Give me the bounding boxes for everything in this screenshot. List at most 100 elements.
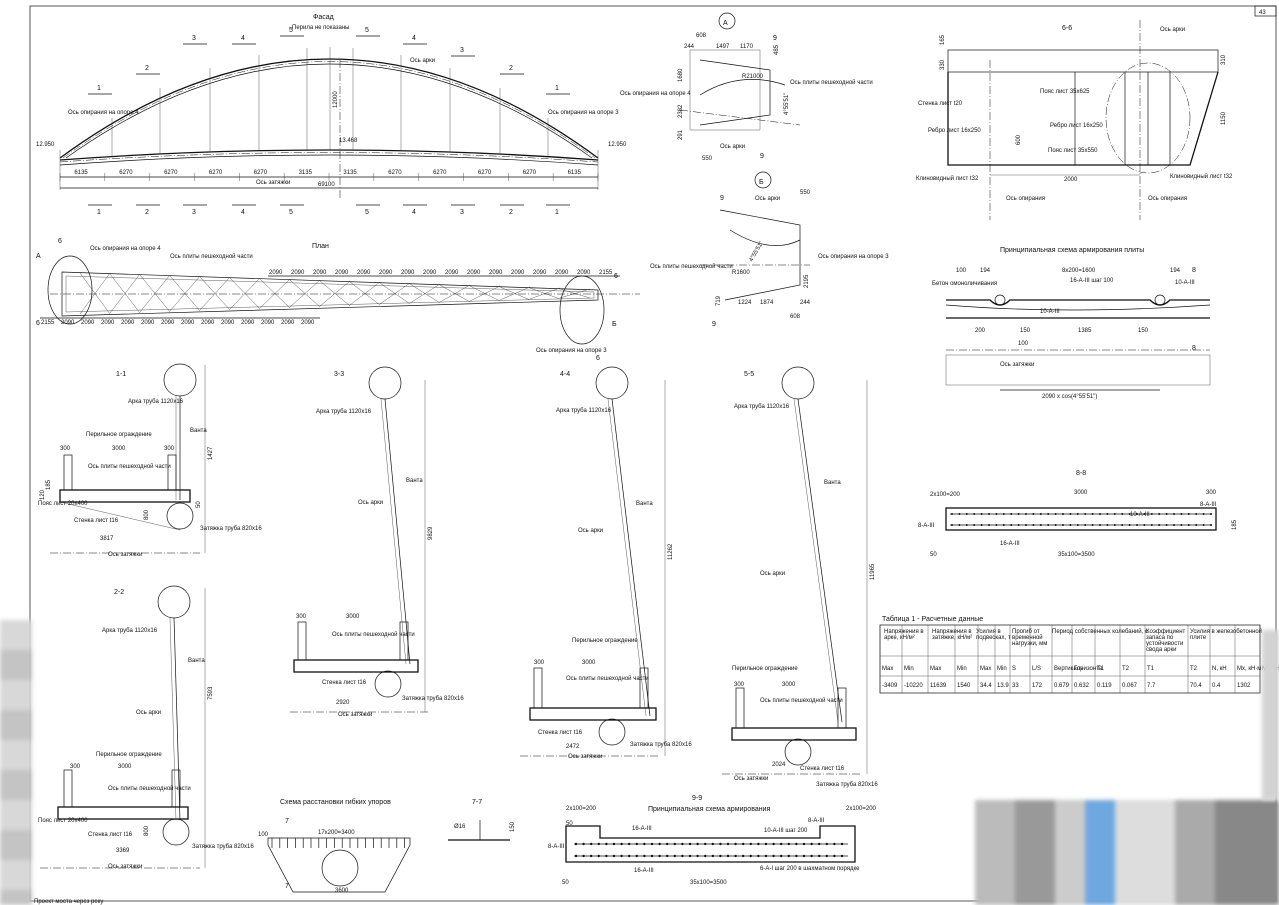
rebar-dot — [818, 854, 821, 858]
rebar-dot — [833, 854, 836, 858]
slab-bottom: 2090 х cos(4°55'51") — [1042, 394, 1097, 400]
sec55-hanger-label: Ванта — [824, 480, 841, 486]
rebar-dot — [635, 854, 638, 858]
sec44-arch: Арка труба 1120х16 — [556, 408, 612, 414]
sec55-arch-pipe — [781, 366, 815, 400]
anchor-scheme: Схема расстановки гибких упоров 17х200=3… — [258, 798, 411, 894]
rebar-dot — [802, 854, 806, 858]
sec22-d2: 300 — [70, 764, 81, 770]
rebar-dot — [704, 842, 707, 846]
sec11-tie-axis: Ось затяжки — [108, 552, 142, 558]
deck-top — [59, 149, 599, 161]
rebar-dot — [973, 524, 976, 526]
sec44-deck — [529, 707, 657, 721]
sec11-d2: 300 — [60, 446, 71, 452]
table-value-cell: 33 — [1012, 683, 1019, 689]
rebar-dot — [1173, 513, 1175, 515]
sec66-title: 6-6 — [1062, 25, 1072, 32]
sec66-wedge-r: Клиновидный лист t32 — [1170, 173, 1233, 180]
redaction-bottom-right — [975, 800, 1279, 905]
table-header-cell: запаса по — [1146, 635, 1174, 641]
sec11-arch-pipe — [163, 363, 197, 397]
rebar-dot — [995, 524, 998, 526]
detail-A-dim: 9 — [773, 35, 777, 42]
sec55-d4: 11965 — [870, 563, 876, 580]
sec66-d1: 2000 — [1064, 177, 1078, 183]
rebar-dot — [1158, 513, 1161, 515]
sec22-d4: 7593 — [208, 686, 214, 700]
sec11-d7: 185 — [46, 479, 52, 490]
plan-dim-top-label: 2090 — [533, 270, 547, 276]
table-value-cell: 70.4 — [1190, 683, 1202, 689]
sec33-arch-pipe — [368, 366, 402, 400]
sec88-d1: 2х100=200 — [930, 492, 961, 498]
sec99-d2: 2х100=200 — [846, 806, 877, 812]
table-value-cell: 0.679 — [1054, 683, 1070, 689]
detail-B-dim: 2195 — [804, 274, 810, 288]
rebar-dot — [1039, 513, 1042, 515]
sec88-r3: 8-А-III — [1200, 502, 1217, 508]
rebar-dot — [958, 524, 961, 526]
sec33-deck-axis: Ось плиты пешеходной части — [332, 631, 415, 638]
sec55-hanger — [797, 398, 843, 723]
sec44-hanger — [611, 398, 651, 717]
rebar-dot — [1076, 513, 1079, 515]
rebar-dot — [958, 513, 961, 515]
slab-d2: 194 — [980, 268, 991, 274]
rebar-dot — [574, 854, 578, 858]
plan-dim-bottom-label: 2090 — [101, 320, 115, 326]
tie-axis-line — [59, 152, 599, 163]
table-header-cell: нагрузки, мм — [1012, 641, 1047, 647]
rebar-dot — [650, 842, 654, 846]
sec11-hanger-label: Ванта — [190, 428, 207, 434]
rebar-dot — [1010, 524, 1013, 526]
table-header-cell: арке, кН/м² — [884, 635, 915, 641]
sec55-deck-axis: Ось плиты пешеходной части — [760, 697, 843, 704]
rebar-dot — [620, 854, 623, 858]
rebar-dot — [719, 854, 722, 858]
detail-B-dim: 1224 — [738, 300, 752, 306]
plan-mark-A: А — [36, 253, 41, 260]
sec11-d3: 300 — [164, 446, 175, 452]
detail-B-dim: 9 — [712, 321, 716, 328]
detail-B-plate — [719, 209, 801, 301]
section-mark-top: 5 — [289, 27, 293, 34]
rebar-dot — [980, 513, 983, 515]
rebar-dot — [620, 842, 623, 846]
sec66-wedge-l: Клиновидный лист t32 — [916, 175, 979, 182]
rebar-dot — [951, 513, 953, 515]
sec66-arch: Ось арки — [1160, 27, 1185, 33]
plan-title: План — [312, 243, 329, 250]
facade-dim-label: 6270 — [209, 170, 223, 176]
support-axis-4: Ось опирания на опоре 4 — [68, 110, 139, 116]
rebar-dot — [1187, 524, 1190, 526]
detail-B-dim: 244 — [800, 300, 811, 306]
facade-dim-label: 3135 — [343, 170, 357, 176]
sec55-tie-pipe — [784, 738, 812, 766]
section-mark-top: 5 — [365, 27, 369, 34]
facade-dim-label: 6270 — [254, 170, 268, 176]
sec44-tie: Затяжка труба 820х16 — [630, 742, 692, 748]
rebar-dot — [696, 854, 699, 858]
rebar-dot — [965, 524, 968, 526]
design-data-table: Таблица 1 - Расчетные данные Напряжения … — [879, 615, 1279, 694]
rebar-dot — [673, 854, 676, 858]
rebar-dot — [973, 513, 976, 515]
rebar-dot — [764, 854, 768, 858]
support-axis-3: Ось опирания на опоре 3 — [548, 110, 619, 116]
detail-A-dim: 1680 — [678, 68, 684, 82]
table-subheader-cell: T2 — [1190, 666, 1198, 672]
page-number-box — [1254, 5, 1277, 17]
sec66-d4: 600 — [1016, 134, 1022, 145]
sec33-deck — [293, 659, 419, 673]
anchor-d1: 17х200=3400 — [318, 830, 355, 836]
sec22-deck-axis: Ось плиты пешеходной части — [108, 785, 191, 792]
detail-A-dim: 291 — [678, 129, 684, 140]
section-9-9: 9-9 Принципиальная схема армирования 2х1… — [548, 795, 877, 886]
table-value-cell: 0.067 — [1122, 683, 1138, 689]
table-header-cell: плите — [1190, 635, 1207, 641]
sec99-slab — [565, 825, 856, 863]
detail-B-mark: Б — [759, 179, 764, 186]
plan-dim-top-label: 2090 — [577, 270, 591, 276]
